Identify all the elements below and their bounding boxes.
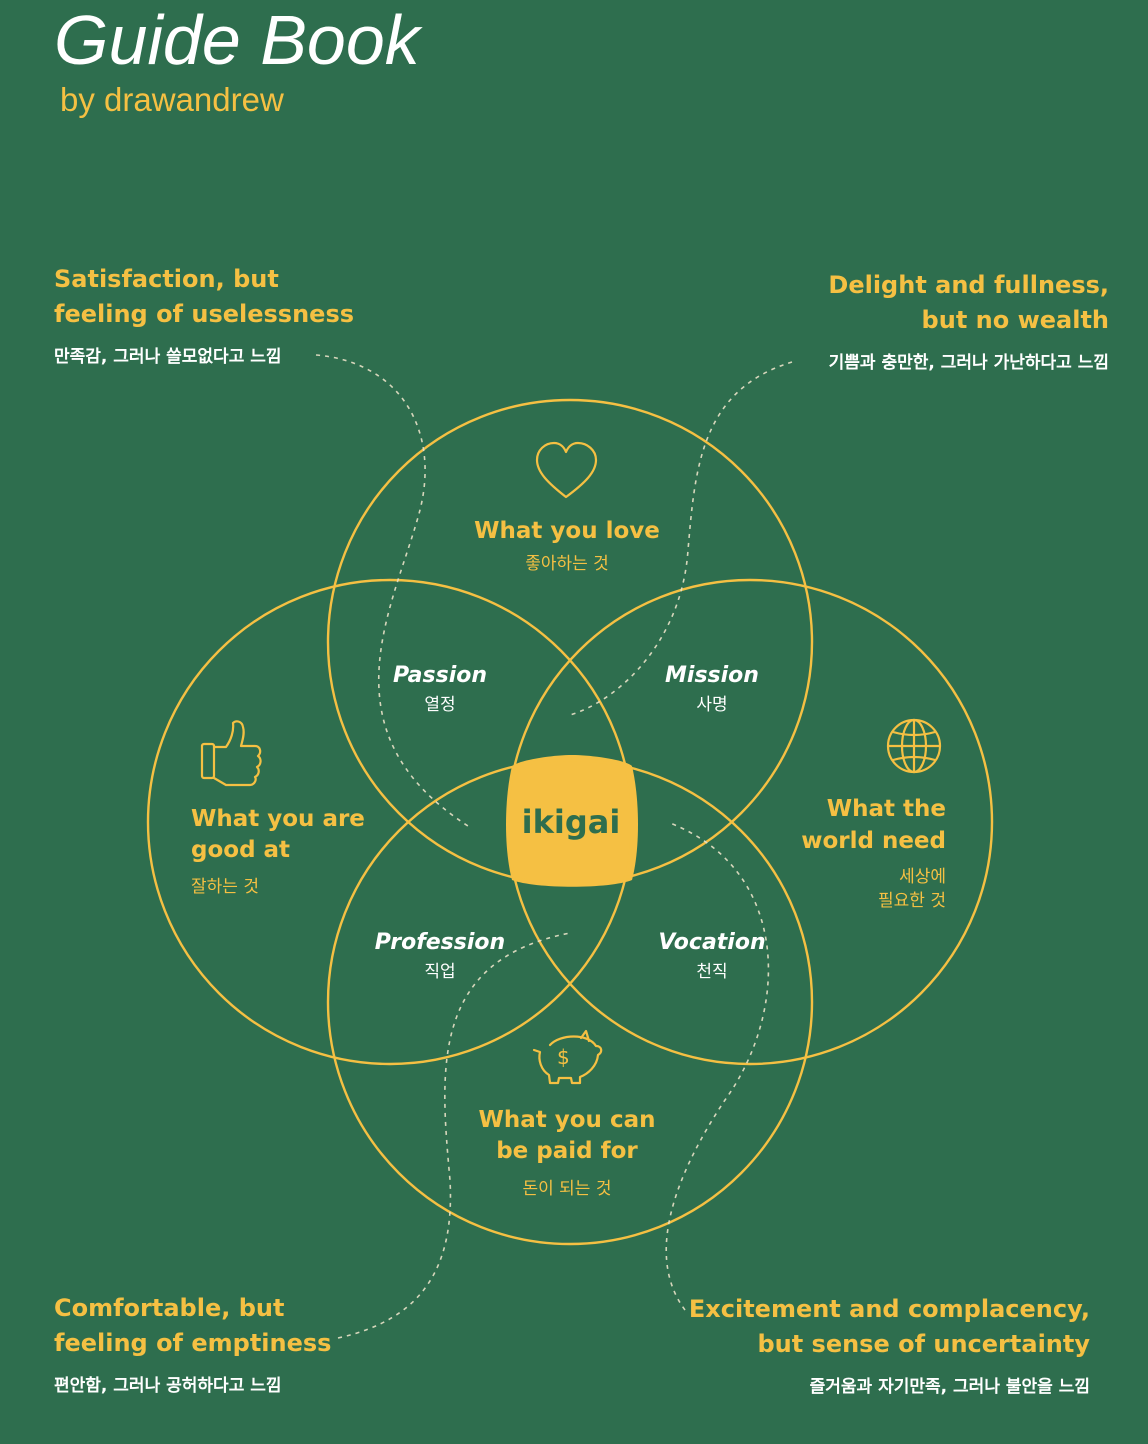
note-bottom-left-korean: 편안함, 그러나 공허하다고 느낌 (54, 1375, 282, 1396)
note-top-left-korean: 만족감, 그러나 쓸모없다고 느낌 (54, 347, 282, 367)
label-what-you-love: What you love (474, 518, 660, 544)
note-bottom-left-line2: feeling of emptiness (54, 1329, 331, 1357)
note-top-right-korean: 기쁨과 충만한, 그러나 가난하다고 느낌 (829, 353, 1109, 373)
heart-icon (535, 441, 598, 499)
label-vocation: Vocation (658, 930, 765, 955)
thumbs-up-icon (200, 720, 262, 787)
label-good-at-line2: good at (191, 837, 290, 863)
note-top-left-line1: Satisfaction, but (54, 265, 279, 293)
connector-bottom-right (665, 822, 770, 1311)
note-bottom-right-line2: but sense of uncertainty (757, 1330, 1090, 1358)
label-world-need-line1: What the (827, 796, 946, 822)
note-top-right-line2: but no wealth (922, 306, 1109, 334)
note-bottom-left-line1: Comfortable, but (54, 1294, 284, 1322)
label-passion-korean: 열정 (424, 695, 455, 715)
piggy-bank-icon: $ (532, 1029, 603, 1085)
globe-icon (886, 718, 942, 774)
label-mission: Mission (665, 663, 759, 688)
label-mission-korean: 사명 (696, 695, 727, 715)
ikigai-center-shape (506, 755, 638, 887)
label-ikigai: ikigai (522, 803, 621, 841)
label-paid-for-line2: be paid for (496, 1138, 638, 1164)
label-good-at-line1: What you are (191, 806, 365, 832)
label-what-you-love-korean: 좋아하는 것 (525, 554, 609, 574)
connector-top-right (569, 361, 793, 716)
label-profession: Profession (375, 930, 505, 955)
label-profession-korean: 직업 (424, 962, 455, 982)
label-paid-for-line1: What you can (479, 1107, 656, 1133)
connector-top-left (315, 354, 469, 827)
label-world-need-line2: world need (801, 828, 946, 854)
note-top-left-line2: feeling of uselessness (54, 300, 354, 328)
circle-what-you-are-good-at (146, 578, 634, 1066)
svg-text:$: $ (557, 1045, 570, 1069)
label-paid-for-korean: 돈이 되는 것 (522, 1179, 611, 1199)
note-top-right-line1: Delight and fullness, (828, 271, 1109, 299)
note-bottom-right-korean: 즐거움과 자기만족, 그러나 불안을 느낌 (810, 1377, 1090, 1397)
label-world-need-korean-line1: 세상에 (899, 867, 946, 887)
page-subtitle: by drawandrew (60, 81, 284, 118)
circle-what-the-world-need (506, 578, 994, 1066)
note-bottom-right-line1: Excitement and complacency, (689, 1295, 1090, 1323)
label-vocation-korean: 천직 (696, 962, 727, 982)
circle-what-you-can-be-paid-for (326, 758, 814, 1246)
label-passion: Passion (393, 663, 487, 688)
label-good-at-korean: 잘하는 것 (191, 877, 259, 897)
connector-bottom-left (337, 932, 571, 1339)
label-world-need-korean-line2: 필요한 것 (878, 891, 946, 911)
page-title: Guide Book (54, 1, 423, 79)
circle-what-you-love (326, 398, 814, 886)
